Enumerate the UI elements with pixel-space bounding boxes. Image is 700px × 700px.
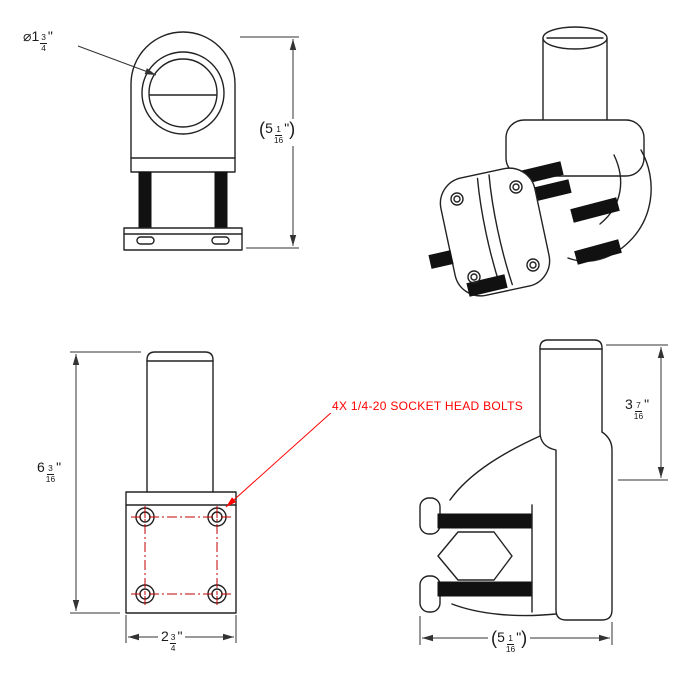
jaw-tip-bottom	[419, 575, 441, 613]
clamp-eye-inner-circle	[148, 58, 218, 128]
bottom-front-dimensions	[70, 351, 237, 643]
grip-bar-bottom	[437, 581, 533, 597]
front-right-bolt	[214, 171, 228, 229]
isometric-view	[428, 26, 652, 297]
iso-cylinder	[542, 37, 608, 131]
base-plate	[123, 227, 243, 251]
socket-head-bolts	[135, 507, 227, 604]
front-left-bolt	[138, 171, 152, 229]
rail-hex-profile	[437, 531, 513, 581]
lower-arm-curve	[451, 603, 557, 617]
iso-grip-bar	[574, 239, 622, 265]
base-slot-right	[211, 236, 230, 245]
bottom-front-view	[125, 351, 237, 614]
side-view	[419, 339, 613, 621]
iso-collar	[505, 119, 645, 177]
grip-bar-top	[437, 513, 533, 529]
side-body-outline	[539, 431, 613, 621]
front-view	[123, 31, 243, 251]
diameter-leader-line	[77, 45, 157, 76]
jaw-tip-top	[419, 497, 441, 535]
cylinder-outline	[146, 351, 214, 493]
clamp-eye-outer-circle	[141, 51, 225, 135]
upper-arm-curve	[449, 435, 541, 501]
mount-plate	[125, 491, 237, 614]
side-cylinder-outline	[539, 339, 603, 433]
side-view-dimensions	[419, 344, 668, 645]
iso-plate-bolts	[450, 180, 540, 284]
iso-grip-bar	[428, 250, 454, 269]
bolt-centerlines	[131, 506, 231, 605]
iso-grip-bar	[570, 197, 620, 223]
iso-grip-bar	[466, 274, 508, 297]
clamp-body-outline	[130, 31, 236, 173]
base-slot-left	[136, 236, 155, 245]
bolt-spec-note: 4X 1/4-20 SOCKET HEAD BOLTS	[330, 399, 526, 413]
diameter-symbol: ⌀	[23, 28, 32, 44]
iso-hook-inner	[599, 154, 622, 225]
bolt-note-leader-line	[225, 410, 334, 508]
